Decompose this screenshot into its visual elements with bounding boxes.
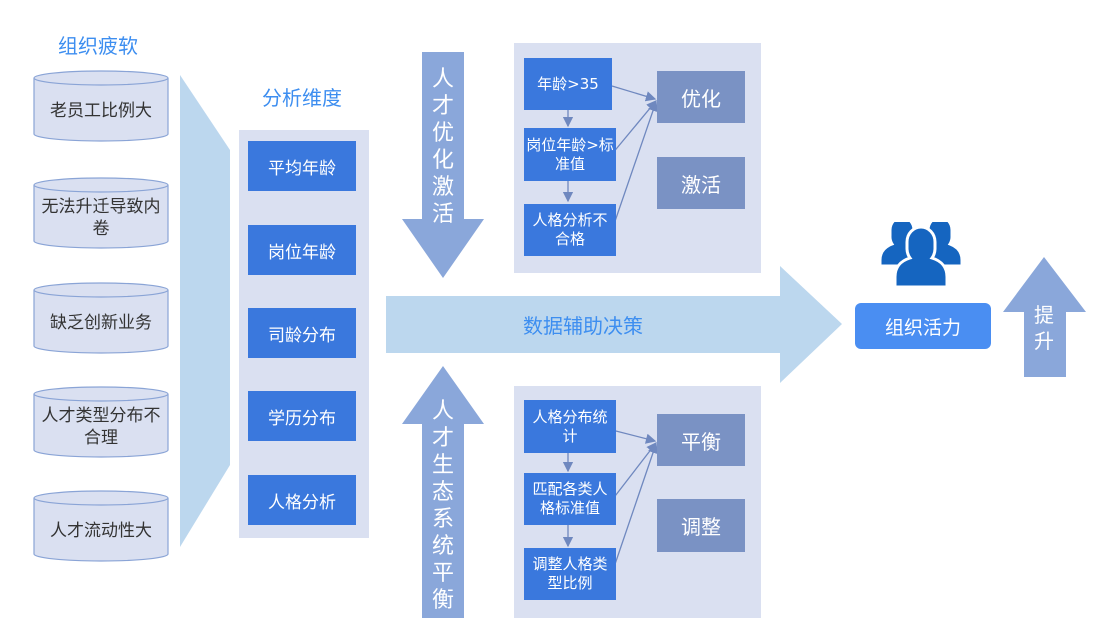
cylinder-shape (33, 386, 169, 458)
dimension-item: 司龄分布 (248, 308, 356, 358)
bottom-result-adjust: 调整 (657, 499, 745, 552)
problem-label: 老员工比例大 (50, 101, 152, 121)
bottom-step-2: 匹配各类人格标准值 (524, 473, 616, 525)
problem-cylinder: 人才类型分布不合理 (33, 386, 169, 458)
top-result-optimize: 优化 (657, 71, 745, 123)
cylinder-shape (33, 490, 169, 562)
cylinder-shape (33, 177, 169, 249)
problem-cylinder: 老员工比例大 (33, 70, 169, 142)
top-result-activate: 激活 (657, 157, 745, 209)
funnel-shape (180, 75, 230, 547)
bottom-connector-3-result (611, 442, 658, 574)
bottom-connector-2-result (611, 441, 657, 501)
dimension-item: 岗位年龄 (248, 225, 356, 275)
bottom-step-3: 调整人格类型比例 (524, 548, 616, 600)
down-arrow-label: 人才优化激活 (431, 67, 454, 227)
main-arrow (386, 266, 842, 383)
cylinder-shape (33, 282, 169, 354)
problem-label: 无法升迁导致内卷 (41, 197, 161, 239)
problem-cylinder: 无法升迁导致内卷 (33, 177, 169, 249)
left-title: 组织疲软 (58, 34, 138, 58)
top-connector-1-result (611, 85, 657, 102)
down-arrow (402, 52, 484, 278)
problem-label: 人才类型分布不合理 (41, 406, 161, 448)
problem-label: 缺乏创新业务 (50, 313, 152, 333)
top-connector-3-result (611, 100, 658, 231)
dimensions-title: 分析维度 (262, 86, 342, 110)
boost-arrow-label: 提升 (1034, 303, 1054, 353)
up-arrow (402, 366, 484, 618)
bottom-step-1: 人格分布统计 (524, 400, 616, 453)
cylinder-shape (33, 70, 169, 142)
main-arrow-label: 数据辅助决策 (523, 314, 643, 338)
boost-arrow (1003, 257, 1086, 377)
top-step-2: 岗位年龄>标准值 (524, 128, 616, 181)
top-step-3: 人格分析不合格 (524, 204, 616, 256)
users-group-icon (878, 222, 964, 289)
problem-cylinder: 缺乏创新业务 (33, 282, 169, 354)
top-connector-2-result (611, 99, 657, 155)
problem-cylinder: 人才流动性大 (33, 490, 169, 562)
dimension-item: 学历分布 (248, 391, 356, 441)
bottom-result-balance: 平衡 (657, 414, 745, 466)
dimension-item: 平均年龄 (248, 141, 356, 191)
org-vitality-label: 组织活力 (855, 303, 991, 349)
bottom-connector-1-result (611, 429, 657, 444)
dimension-item: 人格分析 (248, 475, 356, 525)
up-arrow-label: 人才生态系统平衡 (431, 399, 454, 613)
top-step-1: 年龄>35 (524, 58, 612, 110)
problem-label: 人才流动性大 (50, 521, 152, 541)
